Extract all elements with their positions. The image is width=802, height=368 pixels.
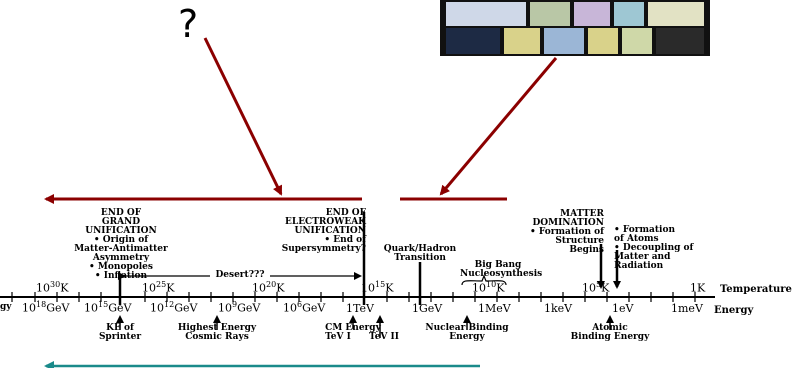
energy-tick-1e9-gev: 109GeV: [218, 300, 260, 315]
label-atomic-binding: Atomic Binding Energy: [560, 324, 660, 342]
energy-tick-1e6-gev: 106GeV: [283, 300, 325, 315]
label-tev1: TeV I: [318, 333, 358, 342]
energy-tick-mev-milli: 1meV: [671, 302, 703, 315]
label-cosmic-rays: Highest Energy Cosmic Rays: [162, 324, 272, 342]
energy-tick-gev: 1GeV: [412, 302, 442, 315]
temp-tick-1e15: 1015K: [361, 280, 393, 295]
label-grand-unification: END OF GRAND UNIFICATION • Origin of Mat…: [66, 209, 176, 281]
temp-tick-1e30: 1030K: [36, 280, 68, 295]
energy-tick-kev: 1keV: [544, 302, 572, 315]
energy-tick-tev: 1TeV: [346, 302, 374, 315]
energy-axis-label: Energy: [714, 305, 753, 316]
temp-tick-1e5: 105K: [582, 280, 609, 295]
label-electroweak: END OF ELECTROWEAK UNIFICATION • End of …: [262, 209, 366, 254]
arrow-poster-to-timeline: [441, 58, 556, 194]
temp-tick-1e20: 1020K: [252, 280, 284, 295]
energy-tick-mev: 1MeV: [478, 302, 511, 315]
energy-label-cut: gy: [0, 302, 12, 312]
label-quark-hadron: Quark/Hadron Transition: [374, 245, 466, 263]
temp-tick-1e25: 1025K: [142, 280, 174, 295]
label-ke-sprinter: KE of Sprinter: [88, 324, 152, 342]
label-formation-atoms: • Formation of Atoms • Decoupling of Mat…: [614, 226, 724, 271]
label-nuclear-binding: Nuclear Binding Energy: [412, 324, 522, 342]
temp-tick-1: 1K: [690, 280, 705, 295]
energy-tick-1e12-gev: 1012GeV: [150, 300, 197, 315]
label-desert: Desert???: [210, 271, 270, 280]
energy-tick-1e18-gev: 1018GeV: [22, 300, 69, 315]
temperature-axis-label: Temperature: [720, 284, 792, 295]
label-tev2: TeV II: [362, 333, 406, 342]
energy-tick-1e15-gev: 1015GeV: [84, 300, 131, 315]
arrow-question-to-timeline: [205, 38, 281, 194]
label-big-bang: Big Bang Nucleosynthesis: [460, 261, 536, 279]
temp-tick-1e10: 1010K: [472, 280, 504, 295]
energy-tick-ev: 1eV: [612, 302, 633, 315]
label-matter-domination: MATTER DOMINATION • Formation of Structu…: [512, 210, 604, 255]
